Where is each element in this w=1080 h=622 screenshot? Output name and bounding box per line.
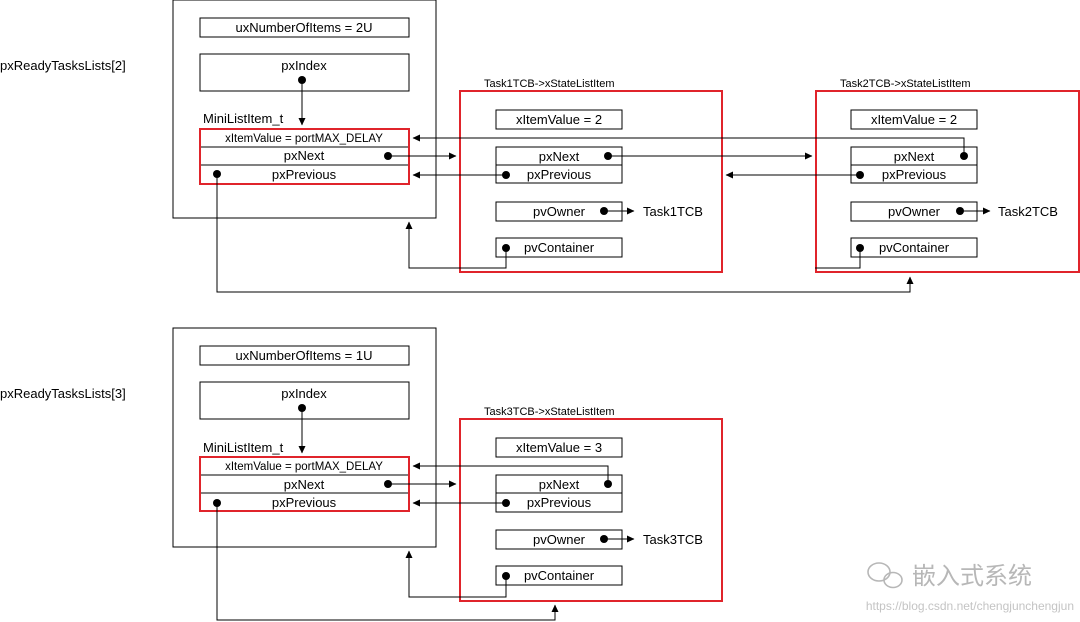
watermark-url: https://blog.csdn.net/chengjunchengjun <box>866 599 1074 613</box>
item-3-tcb: Task3TCB <box>643 532 703 547</box>
item-1-box <box>459 90 723 273</box>
item-3-value: xItemValue = 3 <box>516 440 602 455</box>
list-2-box <box>172 0 437 219</box>
item-2-container-field <box>850 237 978 258</box>
list-2-pxindex-field <box>199 53 410 92</box>
item-3-prev: pxPrevious <box>527 495 592 510</box>
list-2-number-of-items: uxNumberOfItems = 2U <box>236 20 373 35</box>
list-3-box <box>172 327 437 548</box>
item-1-value-field <box>495 109 623 130</box>
item-2-container: pvContainer <box>879 240 950 255</box>
list-3-pointers <box>216 408 635 621</box>
list-3-pxindex-field <box>199 381 410 420</box>
item-1-owner: pvOwner <box>533 204 586 219</box>
list-2-mini-title: MiniListItem_t <box>203 111 284 126</box>
item-2-next: pxNext <box>894 149 935 164</box>
list-3-number-of-items: uxNumberOfItems = 1U <box>236 348 373 363</box>
watermark-brand: 嵌入式系统 <box>912 562 1032 590</box>
item-2-value-field <box>850 109 978 130</box>
item-1-prev: pxPrevious <box>527 167 592 182</box>
list-2-pxindex-label: pxIndex <box>281 58 327 73</box>
item-3-value-field <box>495 437 623 458</box>
item-1-value: xItemValue = 2 <box>516 112 602 127</box>
item-1-container: pvContainer <box>524 240 595 255</box>
list-2-pointer-dots <box>213 76 968 252</box>
item-3-container: pvContainer <box>524 568 595 583</box>
item-2-prev: pxPrevious <box>882 167 947 182</box>
list-2-label: pxReadyTasksLists[2] <box>0 58 126 73</box>
wechat-logo-icon <box>867 562 903 589</box>
item-1-container-field <box>495 237 623 258</box>
list-2-mini-next: pxNext <box>284 148 325 163</box>
list-2-number-of-items-field <box>199 17 410 38</box>
item-1-next: pxNext <box>539 149 580 164</box>
list-3-mini-next: pxNext <box>284 477 325 492</box>
list-3-pxindex-label: pxIndex <box>281 386 327 401</box>
item-2-value: xItemValue = 2 <box>871 112 957 127</box>
item-1-tcb: Task1TCB <box>643 204 703 219</box>
item-2-owner: pvOwner <box>888 204 941 219</box>
item-2-box <box>815 90 1080 273</box>
item-3-owner: pvOwner <box>533 532 586 547</box>
list-3-mini-prev: pxPrevious <box>272 495 337 510</box>
item-1-title: Task1TCB->xStateListItem <box>484 78 615 90</box>
list-3-mini-title: MiniListItem_t <box>203 440 284 455</box>
list-3-pointer-dots <box>213 404 612 580</box>
list-3-number-of-items-field <box>199 345 410 366</box>
item-2-tcb: Task2TCB <box>998 204 1058 219</box>
list-2-mini-prev: pxPrevious <box>272 167 337 182</box>
item-2-title: Task2TCB->xStateListItem <box>840 78 971 90</box>
list-3-label: pxReadyTasksLists[3] <box>0 386 126 401</box>
item-3-container-field <box>495 565 623 586</box>
list-3-mini-item-value: xItemValue = portMAX_DELAY <box>225 461 383 473</box>
list-2-mini-item-value: xItemValue = portMAX_DELAY <box>225 133 383 145</box>
item-3-title: Task3TCB->xStateListItem <box>484 406 615 418</box>
list-2-pointers <box>216 80 991 293</box>
item-3-next: pxNext <box>539 477 580 492</box>
item-3-box <box>459 418 723 602</box>
